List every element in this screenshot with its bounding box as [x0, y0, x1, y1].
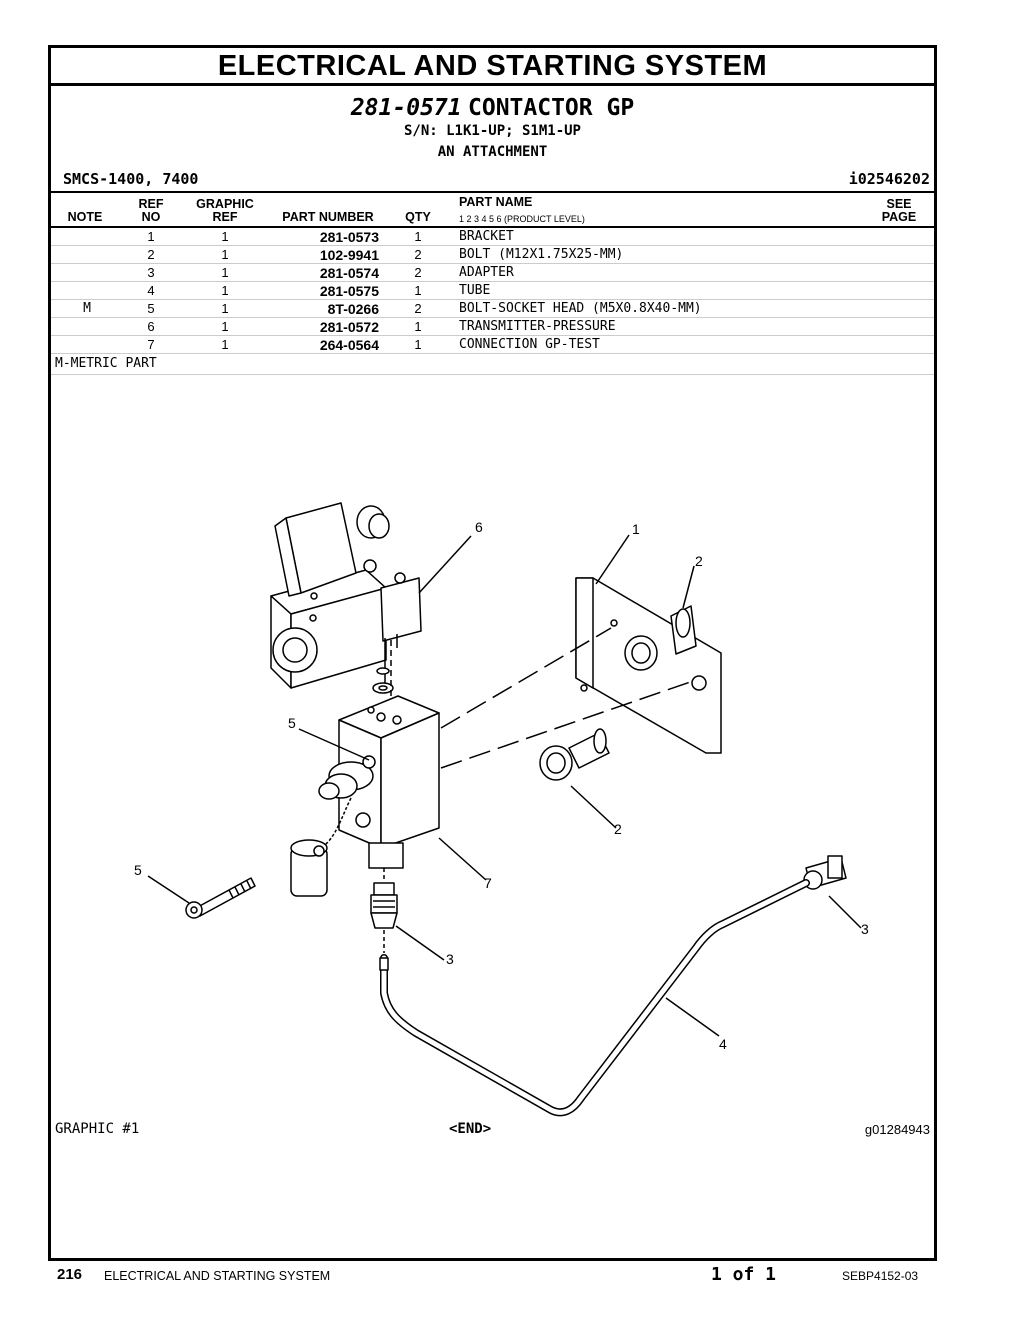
cell-qty: 1: [414, 337, 422, 352]
serial-numbers: S/N: L1K1-UP; S1M1-UP: [403, 123, 581, 139]
cell-part-name: CONNECTION GP-TEST: [459, 337, 600, 352]
group-name: CONTACTOR GP: [468, 95, 635, 121]
cell-part-name: TUBE: [459, 283, 491, 298]
callout-3-left: 3: [446, 951, 454, 967]
pressure-transmitter-part: [270, 502, 422, 689]
callout-2-lower: 2: [614, 821, 622, 837]
cell-part-number[interactable]: 281-0575: [319, 283, 379, 299]
table-row: M 5 1 8T-0266 2 BOLT-SOCKET HEAD (M5X0.8…: [51, 299, 934, 318]
table-row: 1 1 281-0573 1 BRACKET: [51, 227, 934, 246]
cell-graphic-ref: 1: [221, 265, 229, 280]
callout-1: 1: [632, 521, 640, 537]
cell-ref: 6: [147, 319, 155, 334]
callout-5-upper: 5: [288, 715, 296, 731]
col-part-name: PART NAME: [459, 195, 533, 209]
cell-qty: 2: [414, 301, 422, 316]
cell-part-number[interactable]: 8T-0266: [327, 301, 379, 317]
col-graphic-bottom: REF: [212, 210, 238, 224]
footer-section-title: ELECTRICAL AND STARTING SYSTEM: [104, 1269, 331, 1283]
cell-graphic-ref: 1: [221, 301, 229, 316]
table-row: 7 1 264-0564 1 CONNECTION GP-TEST: [51, 335, 934, 354]
cell-graphic-ref: 1: [221, 337, 229, 352]
callout-6: 6: [475, 519, 483, 535]
col-graphic-top: GRAPHIC: [196, 197, 254, 211]
header-divider: [51, 191, 934, 193]
col-note: NOTE: [67, 210, 103, 224]
cell-qty: 2: [414, 247, 422, 262]
callout-2-upper: 2: [695, 553, 703, 569]
col-see-top: SEE: [886, 197, 912, 211]
col-see-page: SEE PAGE: [871, 198, 927, 224]
cell-part-name: BOLT (M12X1.75X25-MM): [459, 247, 624, 262]
cell-part-number[interactable]: 281-0574: [319, 265, 379, 281]
cell-ref: 2: [147, 247, 155, 262]
cell-part-number[interactable]: 102-9941: [319, 247, 379, 263]
cell-part-number[interactable]: 281-0573: [319, 229, 379, 245]
cell-ref: 5: [147, 301, 155, 316]
col-ref-bottom: NO: [141, 210, 161, 224]
col-see-bottom: PAGE: [881, 210, 917, 224]
cell-graphic-ref: 1: [221, 229, 229, 244]
end-label: <END>: [449, 1121, 492, 1137]
socket-head-bolt-part: [185, 877, 256, 919]
table-header-bottom: [51, 226, 934, 228]
attachment-label: AN ATTACHMENT: [437, 144, 548, 160]
page-frame: ELECTRICAL AND STARTING SYSTEM 281-0571 …: [48, 45, 937, 1261]
bolt-part-lower: [539, 728, 610, 781]
cell-qty: 1: [414, 229, 422, 244]
bolt-part-upper: [624, 605, 697, 671]
callout-5-lower: 5: [134, 862, 142, 878]
cell-part-name: BRACKET: [459, 229, 514, 244]
footer-page-count: 1 of 1: [711, 1264, 777, 1285]
callout-4: 4: [719, 1036, 727, 1052]
graphic-label: GRAPHIC #1: [55, 1121, 140, 1137]
callout-7: 7: [484, 875, 492, 891]
group-title: 281-0571 CONTACTOR GP: [51, 94, 934, 121]
table-row: 2 1 102-9941 2 BOLT (M12X1.75X25-MM): [51, 245, 934, 264]
product-level-header: 1 2 3 4 5 6 (PRODUCT LEVEL): [459, 214, 585, 224]
col-ref: REF NO: [131, 198, 171, 224]
smcs-code: SMCS-1400, 7400: [63, 170, 199, 188]
callout-3-right: 3: [861, 921, 869, 937]
cell-part-number[interactable]: 281-0572: [319, 319, 379, 335]
metric-divider: [51, 374, 934, 375]
col-ref-top: REF: [138, 197, 164, 211]
cell-part-name: BOLT-SOCKET HEAD (M5X0.8X40-MM): [459, 301, 702, 316]
graphic-id: g01284943: [864, 1122, 930, 1137]
cell-ref: 7: [147, 337, 155, 352]
table-row: 6 1 281-0572 1 TRANSMITTER-PRESSURE: [51, 317, 934, 336]
footer-document-number: SEBP4152-03: [842, 1269, 919, 1283]
footer-page-number: 216: [57, 1266, 83, 1283]
col-qty: QTY: [405, 210, 431, 224]
illustration-id: i02546202: [848, 170, 930, 188]
cell-ref: 1: [147, 229, 155, 244]
cell-graphic-ref: 1: [221, 247, 229, 262]
cell-qty: 1: [414, 283, 422, 298]
cell-part-number[interactable]: 264-0564: [319, 337, 379, 353]
cell-part-name: TRANSMITTER-PRESSURE: [459, 319, 616, 334]
cell-ref: 4: [147, 283, 155, 298]
table-row: 3 1 281-0574 2 ADAPTER: [51, 263, 934, 282]
adapter-part: [370, 882, 398, 929]
group-part-number: 281-0571: [350, 95, 462, 121]
cell-note: M: [83, 301, 91, 316]
metric-note: M-METRIC PART: [55, 356, 157, 371]
cell-ref: 3: [147, 265, 155, 280]
cell-qty: 1: [414, 319, 422, 334]
col-graphic: GRAPHIC REF: [191, 198, 259, 224]
cell-part-name: ADAPTER: [459, 265, 514, 280]
col-part-number: PART NUMBER: [282, 210, 374, 224]
cell-graphic-ref: 1: [221, 319, 229, 334]
cell-qty: 2: [414, 265, 422, 280]
parts-illustration: 6 1 2 5 2 5 7 3 3 4: [134, 502, 869, 1117]
table-row: 4 1 281-0575 1 TUBE: [51, 281, 934, 300]
cell-graphic-ref: 1: [221, 283, 229, 298]
section-title: ELECTRICAL AND STARTING SYSTEM: [51, 48, 934, 86]
